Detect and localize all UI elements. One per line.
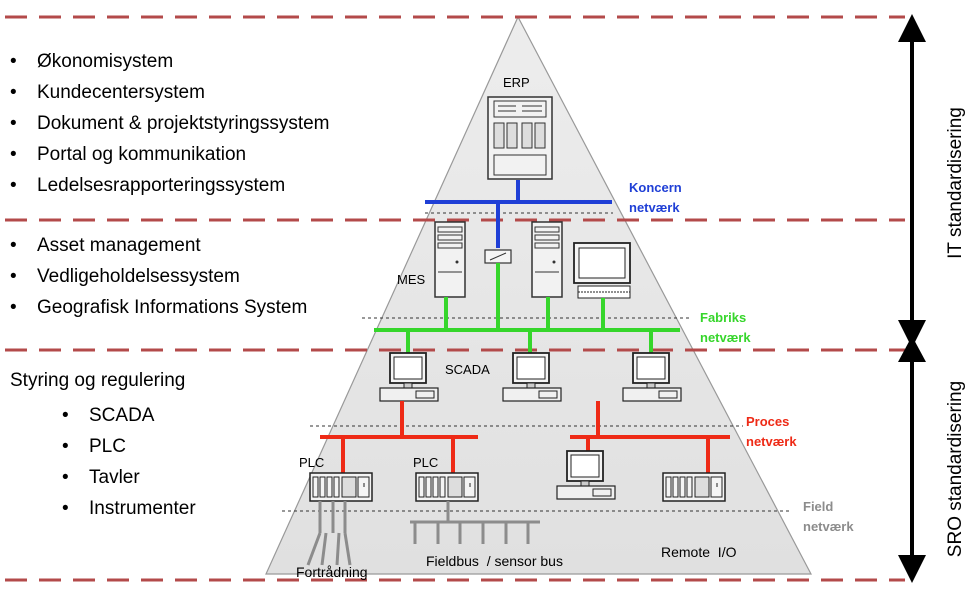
sro-standardisering-label: SRO standardisering [945, 380, 966, 558]
control-title: Styring og regulering [10, 370, 186, 391]
plc-rack-icon [415, 472, 479, 502]
business-systems-list: Økonomisystem Kundecentersystem Dokument… [10, 46, 330, 201]
list-item: Asset management [10, 230, 307, 261]
proces-network-lines [320, 401, 730, 475]
terminal-icon [573, 242, 631, 299]
it-standardisering-label: IT standardisering [945, 107, 966, 259]
list-item: Geografisk Informations System [10, 292, 307, 323]
mes-server-icon [434, 221, 466, 298]
fieldbus-lines [410, 501, 540, 544]
list-item: Vedligeholdelsessystem [10, 261, 307, 292]
router-icon [484, 249, 512, 264]
list-item: Økonomisystem [10, 46, 330, 77]
koncern-network-lines [425, 180, 612, 248]
list-item: Ledelsesrapporteringssystem [10, 170, 330, 201]
list-item: Dokument & projektstyringssystem [10, 108, 330, 139]
list-item: Instrumenter [62, 493, 196, 524]
plc-label: PLC [299, 455, 325, 470]
it-standard-arrow-icon [898, 14, 926, 348]
sro-standard-arrow-icon [898, 336, 926, 583]
plc-rack-icon [309, 472, 373, 502]
remote-io-rack-icon [662, 472, 726, 502]
database-server-icon [531, 221, 563, 298]
level-separators [5, 15, 905, 582]
list-item: Portal og kommunikation [10, 139, 330, 170]
list-item: PLC [62, 431, 196, 462]
scada-label: SCADA [445, 362, 490, 377]
control-systems-list: SCADA PLC Tavler Instrumenter [62, 400, 196, 524]
fabriks-network-lines [374, 263, 680, 353]
fortradning-label: Fortrådning [296, 564, 368, 580]
list-item: SCADA [62, 400, 196, 431]
erp-server-icon [487, 96, 553, 180]
fieldbus-label: Fieldbus / sensor bus [426, 553, 563, 569]
erp-label: ERP [503, 75, 530, 90]
remote-io-label: Remote I/O [661, 544, 737, 560]
fortradning-wires [306, 501, 352, 566]
mes-label: MES [397, 272, 426, 287]
plc-label: PLC [413, 455, 439, 470]
list-item: Tavler [62, 462, 196, 493]
operations-systems-list: Asset management Vedligeholdelsessystem … [10, 230, 307, 323]
list-item: Kundecentersystem [10, 77, 330, 108]
network-boundaries [282, 212, 790, 512]
